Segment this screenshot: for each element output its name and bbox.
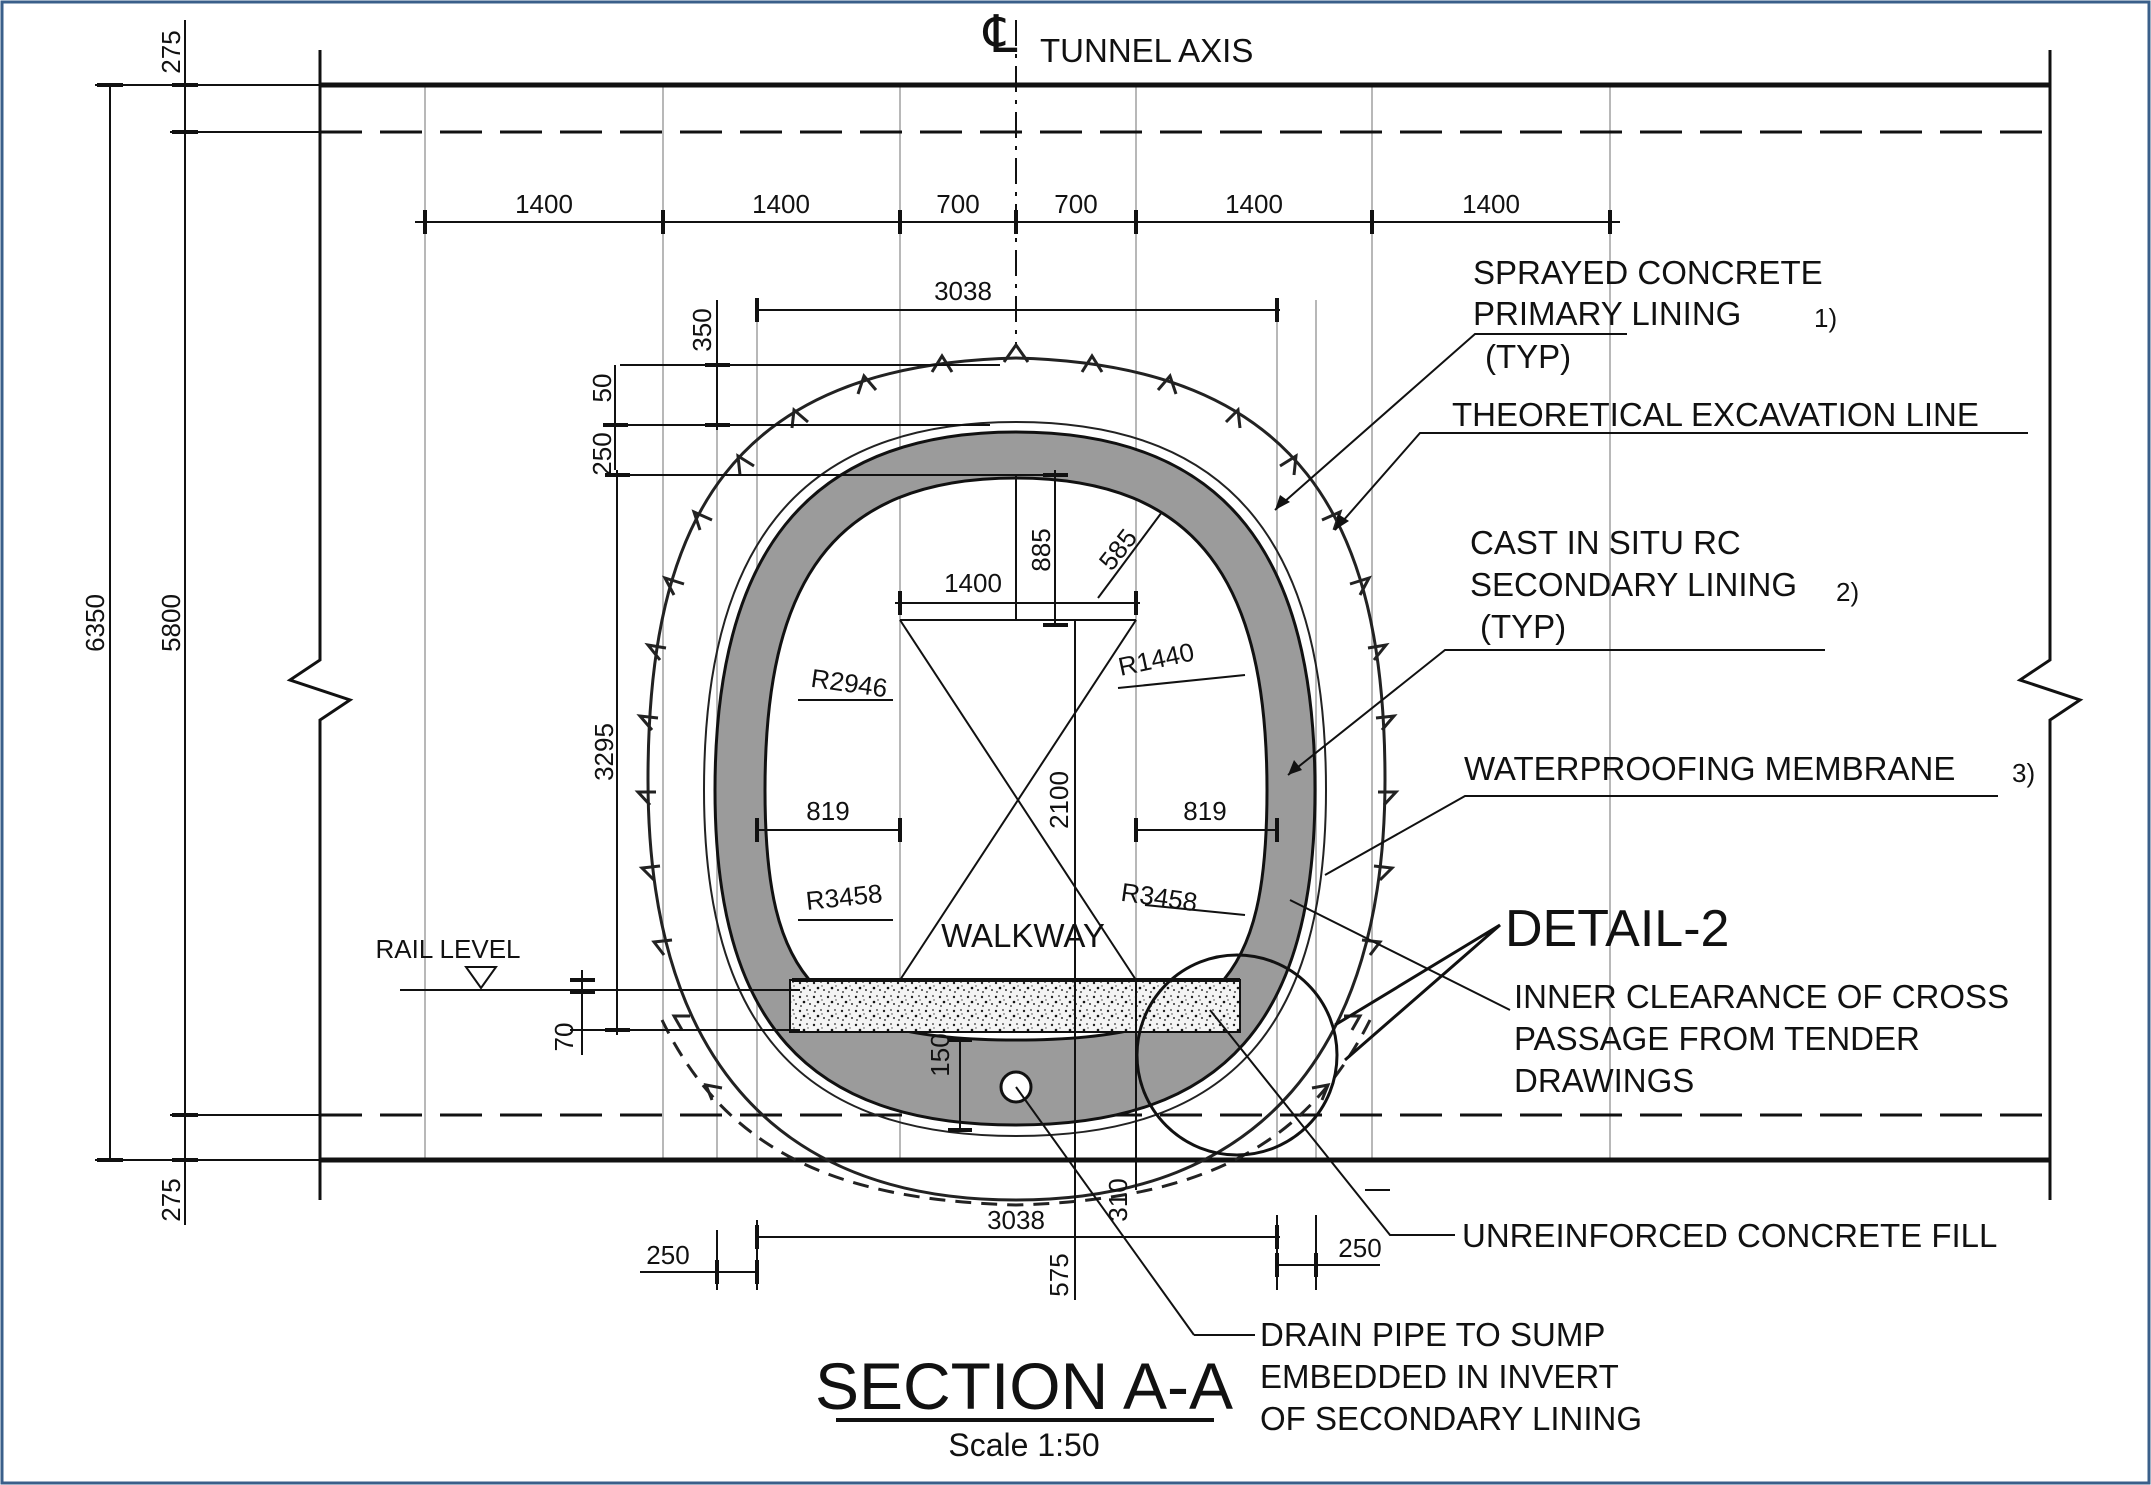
drain-pipe-label-1: DRAIN PIPE TO SUMP xyxy=(1260,1316,1605,1353)
waterproofing-membrane-line xyxy=(702,420,1328,1138)
dim-crown-rise: 885 xyxy=(1026,528,1056,571)
dim-base-right: 250 xyxy=(1338,1233,1381,1263)
secondary-lining-note: 2) xyxy=(1836,577,1859,607)
detail-2-callout xyxy=(1135,923,1501,1157)
rail-level-symbol xyxy=(464,966,498,990)
leader-lines xyxy=(1209,333,2028,1236)
dim-inner-height: 5800 xyxy=(156,594,186,652)
excavation-line-label: THEORETICAL EXCAVATION LINE xyxy=(1452,396,1979,433)
clearance-label-1: INNER CLEARANCE OF CROSS xyxy=(1514,978,2009,1015)
radius-side-right: R3458 xyxy=(1119,877,1199,917)
membrane-note: 3) xyxy=(2012,758,2035,788)
dim-clear-width: 1400 xyxy=(944,568,1002,598)
dim-lining-thickness: 250 xyxy=(587,432,617,475)
radius-side-left: R3458 xyxy=(804,878,883,916)
section-title: SECTION A-A xyxy=(815,1349,1233,1423)
dim-cover-top: 275 xyxy=(156,30,186,73)
leader-arrowheads xyxy=(1275,495,1349,775)
dim-side-right: 819 xyxy=(1183,796,1226,826)
secondary-lining-label-2: SECONDARY LINING xyxy=(1470,566,1797,603)
dim-base-left: 250 xyxy=(646,1240,689,1270)
dim-walk-height: 2100 xyxy=(1044,771,1074,829)
excavation-teeth xyxy=(634,342,1400,1101)
dimension-lines xyxy=(95,20,1620,1290)
dim-top-3: 700 xyxy=(936,189,979,219)
excavation-invert-dashed xyxy=(660,1019,1372,1207)
dim-side-left: 819 xyxy=(806,796,849,826)
break-line-left xyxy=(286,50,354,1200)
dim-membrane-gap: 50 xyxy=(587,374,617,403)
clearance-geometry xyxy=(899,475,1255,1336)
primary-lining-typ: (TYP) xyxy=(1485,338,1571,375)
membrane-label: WATERPROOFING MEMBRANE xyxy=(1464,750,1955,787)
dim-rail-offset: 70 xyxy=(549,1023,579,1052)
dim-fill-310: 310 xyxy=(1103,1178,1133,1221)
walkway-label: WALKWAY xyxy=(941,917,1105,954)
break-line-right xyxy=(2016,50,2084,1200)
secondary-lining-typ: (TYP) xyxy=(1480,608,1566,645)
dimension-ticks xyxy=(97,83,1612,1284)
centerline-symbol: ℄ xyxy=(982,6,1018,64)
dim-spring-height: 3295 xyxy=(589,723,619,781)
scale-label: Scale 1:50 xyxy=(948,1427,1099,1463)
radius-crown-left: R2946 xyxy=(809,663,889,703)
primary-lining-note: 1) xyxy=(1814,303,1837,333)
dim-cover-bottom: 275 xyxy=(156,1178,186,1221)
excavation-outline xyxy=(646,356,1387,1202)
tunnel-axis-label: TUNNEL AXIS xyxy=(1040,32,1253,69)
slab-lines xyxy=(320,82,2050,1163)
primary-lining-label-1: SPRAYED CONCRETE xyxy=(1473,254,1823,291)
dim-crown-offset: 350 xyxy=(687,308,717,351)
dim-invert-depth: 150 xyxy=(925,1033,955,1076)
dim-crown-width: 3038 xyxy=(934,276,992,306)
secondary-lining xyxy=(713,430,1317,1127)
dim-top-6: 1400 xyxy=(1462,189,1520,219)
concrete-fill-label: UNREINFORCED CONCRETE FILL xyxy=(1462,1217,1997,1254)
dim-top-5: 1400 xyxy=(1225,189,1283,219)
rail-level-label: RAIL LEVEL xyxy=(375,934,520,964)
secondary-lining-label-1: CAST IN SITU RC xyxy=(1470,524,1741,561)
radius-crown-right: R1440 xyxy=(1116,637,1197,682)
drain-pipe-label-3: OF SECONDARY LINING xyxy=(1260,1400,1642,1437)
primary-lining-label-2: PRIMARY LINING xyxy=(1473,295,1741,332)
clearance-label-2: PASSAGE FROM TENDER xyxy=(1514,1020,1920,1057)
clearance-label-3: DRAWINGS xyxy=(1514,1062,1694,1099)
dim-overall-height: 6350 xyxy=(80,594,110,652)
dim-base-width: 3038 xyxy=(987,1205,1045,1235)
dim-invert-575: 575 xyxy=(1044,1253,1074,1296)
walkway-fill xyxy=(789,979,1241,1033)
detail-2-label: DETAIL-2 xyxy=(1505,900,1729,958)
dim-top-2: 1400 xyxy=(752,189,810,219)
dim-top-4: 700 xyxy=(1054,189,1097,219)
dim-top-1: 1400 xyxy=(515,189,573,219)
drain-pipe-label-2: EMBEDDED IN INVERT xyxy=(1260,1358,1619,1395)
